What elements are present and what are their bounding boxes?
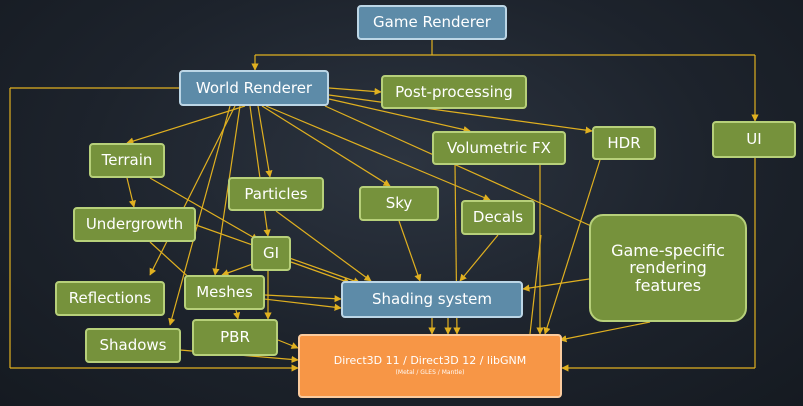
connector-arrow — [168, 105, 231, 326]
connector-arrow — [126, 177, 136, 208]
volumetric-fx-label: Volumetric FX — [447, 138, 551, 157]
connector-arrow — [277, 339, 299, 349]
gi-box: GI — [251, 236, 291, 271]
shading-system-label: Shading system — [372, 290, 492, 309]
connector-arrow — [275, 210, 372, 282]
connector-arrow — [543, 159, 601, 335]
world-renderer-label: World Renderer — [195, 78, 313, 97]
ui-label: UI — [746, 130, 762, 149]
graphics-api-label: Direct3D 11 / Direct3D 12 / libGNM — [333, 354, 527, 368]
connector-arrow — [261, 105, 391, 187]
pbr-label: PBR — [220, 328, 250, 347]
connector-arrow — [398, 220, 422, 282]
gi-label: GI — [262, 244, 280, 263]
graphics-api-sublabel: (Metal / GLES / Mantle) — [395, 369, 465, 377]
shadows-label: Shadows — [99, 336, 167, 355]
terrain-label: Terrain — [101, 151, 153, 170]
volumetric-fx-box: Volumetric FX — [432, 131, 566, 165]
connector-arrow — [257, 105, 273, 178]
pbr-box: PBR — [192, 319, 278, 356]
meshes-box: Meshes — [184, 275, 265, 310]
particles-box: Particles — [228, 177, 324, 211]
reflections-box: Reflections — [55, 281, 165, 316]
post-processing-box: Post-processing — [381, 75, 527, 109]
connector-arrow — [328, 98, 471, 134]
undergrowth-label: Undergrowth — [85, 215, 184, 234]
ui-box: UI — [712, 121, 796, 158]
connector-arrow — [264, 294, 342, 303]
connector-arrow — [265, 105, 491, 201]
decals-label: Decals — [472, 208, 524, 227]
post-processing-label: Post-processing — [395, 82, 513, 101]
hdr-label: HDR — [607, 133, 641, 152]
connector-arrow — [559, 321, 651, 343]
connector-arrow — [522, 278, 590, 292]
world-renderer-box: World Renderer — [179, 70, 329, 106]
connector-arrow — [212, 105, 241, 276]
terrain-box: Terrain — [89, 143, 165, 178]
game-specific-label: Game-specific rendering features — [611, 240, 725, 295]
connector-arrow — [324, 105, 601, 231]
connector-arrow — [249, 105, 271, 237]
reflections-label: Reflections — [68, 289, 152, 308]
connector-arrow — [459, 234, 499, 282]
connector-arrow — [149, 177, 259, 241]
decals-box: Decals — [461, 200, 535, 235]
game-renderer-box: Game Renderer — [357, 5, 507, 40]
game-specific-box: Game-specific rendering features — [589, 214, 747, 322]
sky-box: Sky — [359, 186, 439, 221]
connector-arrow — [149, 105, 236, 276]
connector-arrow — [328, 87, 382, 96]
shading-system-box: Shading system — [341, 281, 523, 318]
connector-arrow — [529, 234, 542, 335]
sky-label: Sky — [385, 194, 413, 213]
meshes-label: Meshes — [196, 283, 253, 302]
graphics-api-box: Direct3D 11 / Direct3D 12 / libGNM (Meta… — [298, 334, 562, 398]
connector-arrow — [233, 309, 241, 320]
particles-label: Particles — [244, 184, 308, 203]
game-renderer-label: Game Renderer — [373, 13, 491, 32]
connector-arrow — [328, 94, 593, 134]
hdr-box: HDR — [592, 126, 656, 160]
connector-arrow — [290, 261, 351, 285]
undergrowth-box: Undergrowth — [73, 207, 196, 242]
shadows-box: Shadows — [85, 328, 181, 363]
connector-arrow — [126, 105, 246, 145]
